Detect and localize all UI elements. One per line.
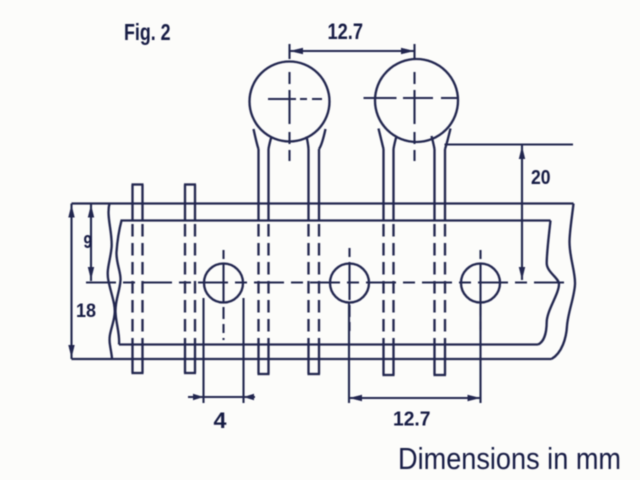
svg-text:Fig. 2: Fig. 2 [124,19,171,45]
svg-text:4: 4 [214,408,228,433]
svg-text:Dimensions in mm: Dimensions in mm [398,441,621,476]
svg-text:12.7: 12.7 [328,19,364,44]
svg-text:12.7: 12.7 [393,409,431,431]
svg-text:9: 9 [84,232,93,252]
svg-text:18: 18 [76,301,96,322]
svg-text:20: 20 [531,167,551,189]
